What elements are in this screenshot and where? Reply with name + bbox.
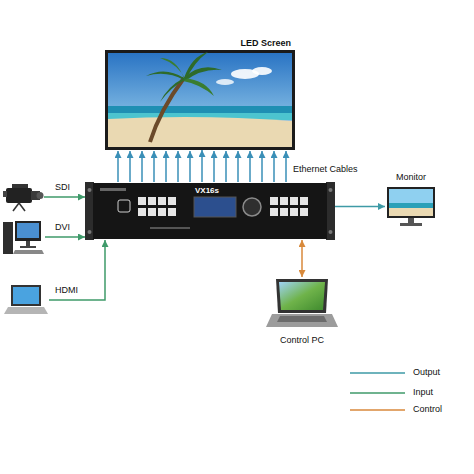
laptop-icon [4,285,48,314]
connector [45,236,85,238]
desktop-pc-icon [3,221,44,254]
ethernet-arrows [118,151,286,182]
monitor-icon [387,187,435,226]
legend-label: Output [412,367,441,378]
control-laptop-icon [266,279,338,327]
legend-lines [350,373,405,410]
camera-source: SDI [2,182,44,212]
laptop-source: HDMI [4,283,49,317]
connector [335,206,385,208]
connector [201,150,203,182]
camera-icon [3,184,44,211]
node-label: LED Screen [240,38,291,49]
led-screen-picture [105,50,295,150]
node-label: Monitor [396,172,426,183]
monitor: Monitor [385,186,437,227]
node-label: HDMI [55,285,78,296]
control-pc: Control PC [266,277,338,331]
video-controller: VX16s [85,182,335,240]
node-label: DVI [55,222,70,233]
pc-source: DVI [2,218,45,256]
led-screen: LED Screen [105,38,295,150]
legend-label: Input [412,387,434,398]
controller-device [85,182,335,240]
edge-label: Ethernet Cables [292,164,359,175]
node-label: VX16s [195,185,219,196]
node-label: SDI [55,182,70,193]
connector [301,240,303,277]
node-label: Control PC [280,335,324,346]
legend-label: Control [412,404,443,415]
connector [44,196,85,198]
connector [49,240,105,300]
